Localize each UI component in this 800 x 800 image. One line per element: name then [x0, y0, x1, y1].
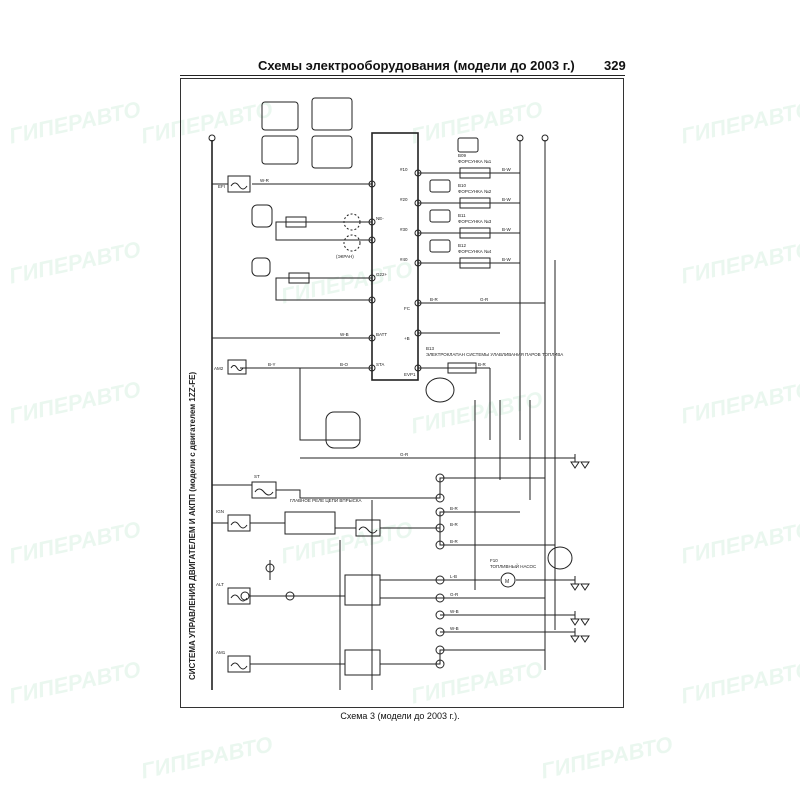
- ecu-pin: G22+: [376, 272, 388, 277]
- relay: [344, 649, 381, 676]
- main-relay: [284, 511, 336, 535]
- ecu-pin: +B: [404, 336, 410, 341]
- motor-symbol: M: [505, 579, 509, 585]
- fuse-label: EFI: [218, 184, 225, 189]
- diagram-frame: [180, 78, 624, 708]
- injector-wires: [418, 172, 545, 590]
- ecu-pin: #10: [400, 167, 408, 172]
- ecu-pin: #30: [400, 227, 408, 232]
- wire-label: W-B: [450, 609, 459, 614]
- wire-label: L-B: [450, 574, 457, 579]
- fuse-label: AM1: [216, 650, 226, 655]
- injector-2-label: ФОРСУНКА №2: [458, 189, 492, 194]
- injector-4-code: B12: [458, 243, 467, 248]
- wire-label: G-R: [480, 297, 489, 302]
- fuel-pump-code: F10: [490, 558, 498, 563]
- ecu-pin: FC: [404, 306, 411, 311]
- evap-valve-code: B13: [426, 346, 435, 351]
- injector-1-code: B09: [458, 153, 467, 158]
- fuse-label: ALT: [216, 582, 224, 587]
- shield-label: (ЭКРАН): [336, 254, 354, 259]
- injector-4-label: ФОРСУНКА №4: [458, 249, 492, 254]
- wire-label: B-W: [502, 257, 512, 262]
- wire-label: B-R: [450, 506, 459, 511]
- main-relay-label: ГЛАВНОЕ РЕЛЕ ЦЕПИ ВПРЫСКА: [290, 498, 362, 503]
- wire-label: B-R: [450, 522, 459, 527]
- page-number: 329: [604, 58, 626, 73]
- injector-3-code: B11: [458, 213, 466, 218]
- wire-label: W-B: [450, 626, 459, 631]
- ground-icons: [570, 454, 590, 643]
- evap-valve-label: ЭЛЕКТРОКЛАПАН СИСТЕМЫ УЛАВЛИВАНИЯ ПАРОВ …: [426, 352, 563, 357]
- fuses: [227, 175, 381, 673]
- wire-label: B-Y: [268, 362, 276, 367]
- page-header-title: Схемы электрооборудования (модели до 200…: [258, 58, 575, 73]
- wire-label: B-R: [450, 539, 459, 544]
- ecu-pin: #20: [400, 197, 408, 202]
- injector-1-label: ФОРСУНКА №1: [458, 159, 492, 164]
- wire-label: G-R: [450, 592, 459, 597]
- power-wires: [212, 477, 575, 690]
- injector-3-label: ФОРСУНКА №3: [458, 219, 492, 224]
- ecu-pin: #40: [400, 257, 408, 262]
- wire-label: B-R: [478, 362, 487, 367]
- relay: [344, 574, 381, 606]
- wire-label: B-W: [502, 197, 512, 202]
- ecu-pin: STA: [376, 362, 384, 367]
- connector-icons: [251, 97, 573, 570]
- injector-2-code: B10: [458, 183, 467, 188]
- fuse-label: IGN: [216, 509, 224, 514]
- ecu-pin: EVP1: [404, 372, 416, 377]
- ecu-block: [371, 132, 419, 381]
- wire-label: B-W: [502, 167, 512, 172]
- wire-label: B-R: [430, 297, 439, 302]
- sensor-wires: [212, 183, 575, 459]
- wire-label: B-W: [502, 227, 512, 232]
- bus-wires: [208, 134, 556, 690]
- fuel-pump-label: ТОПЛИВНЫЙ НАСОС: [490, 562, 537, 569]
- fuse-label: ST: [254, 474, 260, 479]
- header-divider: [180, 75, 625, 76]
- figure-caption: Схема 3 (модели до 2003 г.).: [340, 711, 460, 721]
- ecu-pin: NE-: [376, 216, 384, 221]
- wire-label: W-B: [340, 332, 349, 337]
- injector-symbols: [429, 137, 491, 374]
- fuse-label: AM2: [214, 366, 224, 371]
- wire-label: B-O: [340, 362, 349, 367]
- ecu-pin: BATT: [376, 332, 387, 337]
- connector-pins: [240, 169, 445, 669]
- wire-label: G-R: [400, 452, 409, 457]
- fuel-pump-motor-icon: [500, 572, 516, 588]
- wire-label: W-R: [260, 178, 270, 183]
